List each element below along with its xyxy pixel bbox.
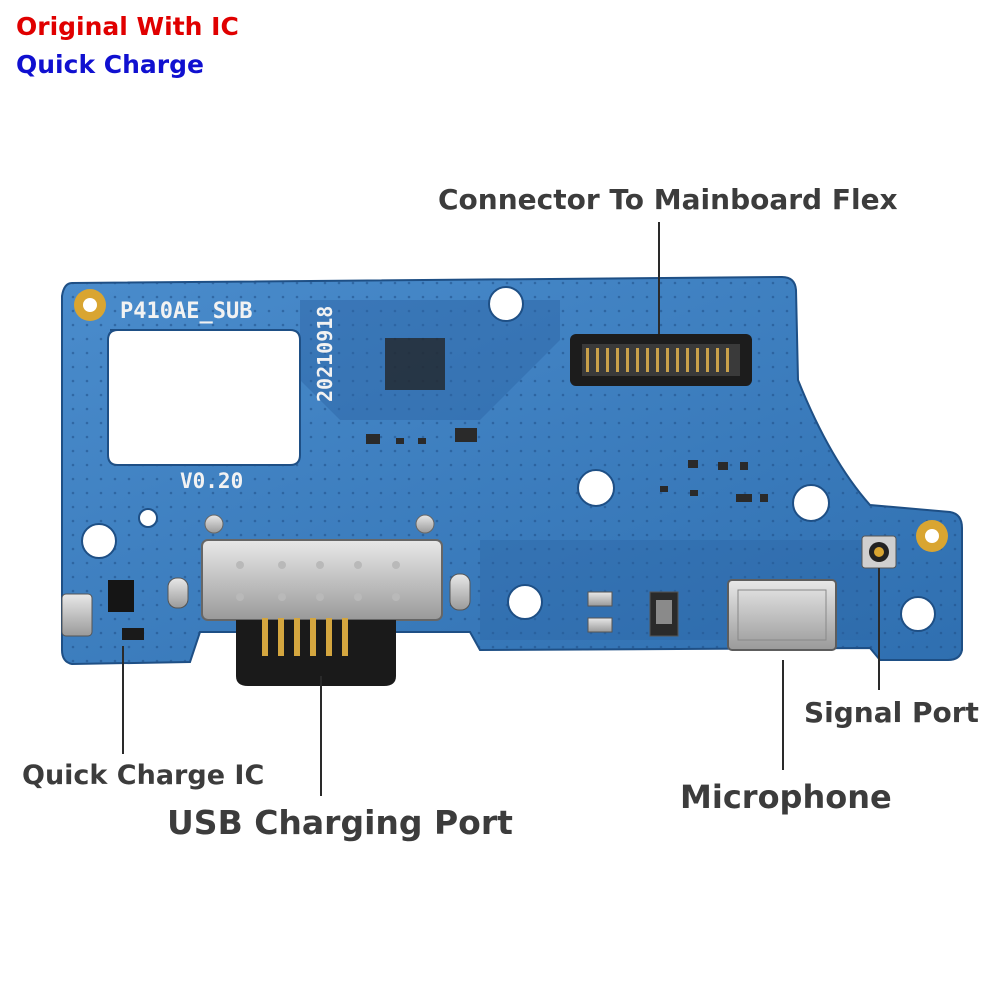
label-signal-port: Signal Port [804,696,979,729]
signal-port-connector [861,535,897,569]
label-microphone: Microphone [680,778,892,816]
board-cutout [107,329,301,466]
quick-charge-ic-chip [61,580,144,640]
usb-c-port [201,514,443,686]
title-original-with-ic: Original With IC [16,12,239,41]
title-quick-charge: Quick Charge [16,50,204,79]
microphone-module [727,579,837,651]
microphone-leader-line [782,660,784,770]
quick-charge-ic-leader-line [122,646,124,754]
label-quick-charge-ic: Quick Charge IC [22,760,265,791]
connector-leader-line [658,222,660,334]
signal-port-leader-line [878,568,880,690]
usb-port-leader-line [320,676,322,796]
silkscreen-model: P410AE_SUB [120,299,252,324]
silkscreen-version: V0.20 [180,469,243,493]
label-usb-charging-port: USB Charging Port [167,803,513,842]
silkscreen-date: 20210918 [313,306,337,402]
board-connector [570,334,752,386]
label-connector: Connector To Mainboard Flex [438,183,898,216]
